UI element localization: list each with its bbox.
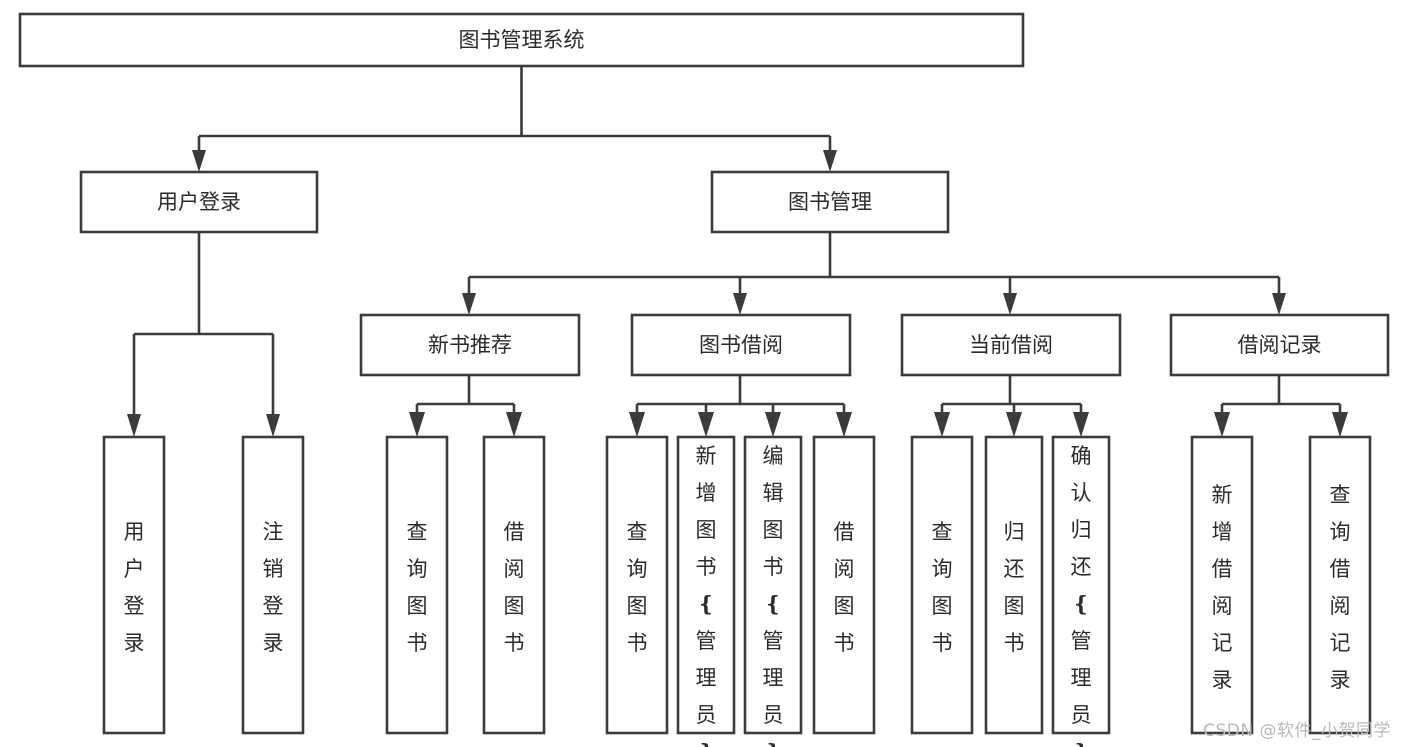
node-book-borrow-box[interactable] xyxy=(630,313,852,377)
node-leaf-logout-box[interactable] xyxy=(241,435,305,735)
node-leaf-add-book-admin-box[interactable] xyxy=(676,435,736,735)
arrow-head-borrow-records xyxy=(1272,293,1286,315)
arrow-head-leaf-query-books-borrow xyxy=(629,412,645,437)
node-leaf-add-book-admin-label: 新增图书❴管理员❵ xyxy=(696,444,717,747)
node-leaf-query-books-current-box[interactable] xyxy=(910,435,974,735)
node-leaf-confirm-return-admin-box[interactable] xyxy=(1051,435,1111,735)
vertical-paren-glyph: ❴ xyxy=(764,592,782,616)
arrow-head-book-management xyxy=(823,150,837,172)
node-leaf-edit-book-admin-box[interactable] xyxy=(743,435,803,735)
arrow-head-leaf-user-login xyxy=(127,414,141,437)
node-leaf-query-books-current-label: 查询图书 xyxy=(932,520,953,655)
node-borrow-records-label: 借阅记录 xyxy=(1238,333,1322,357)
node-leaf-query-books-borrow-box[interactable] xyxy=(605,435,669,735)
node-current-borrow-label: 当前借阅 xyxy=(969,333,1053,357)
node-new-book-recommend[interactable]: 新书推荐 xyxy=(359,313,581,377)
arrow-head-leaf-query-books-current xyxy=(934,412,950,437)
arrow-head-user-login xyxy=(192,150,206,172)
node-borrow-records-box[interactable] xyxy=(1169,313,1390,377)
arrow-head-leaf-borrow-books-recommend xyxy=(506,412,522,437)
node-leaf-borrow-books-recommend-label: 借阅图书 xyxy=(504,520,525,655)
node-leaf-query-books-borrow[interactable]: 查询图书 xyxy=(605,435,669,735)
node-leaf-add-borrow-record-box[interactable] xyxy=(1190,435,1254,735)
node-book-management-box[interactable] xyxy=(710,170,950,234)
arrow-head-leaf-add-borrow-record xyxy=(1214,412,1230,437)
arrow-head-leaf-logout xyxy=(266,414,280,437)
vertical-paren-glyph: ❵ xyxy=(764,740,782,747)
node-leaf-user-login-box[interactable] xyxy=(102,435,166,735)
node-book-borrow-label: 图书借阅 xyxy=(699,333,783,357)
node-leaf-query-borrow-record-label: 查询借阅记录 xyxy=(1330,483,1351,692)
node-leaf-query-books-borrow-label: 查询图书 xyxy=(627,520,648,655)
node-user-login[interactable]: 用户登录 xyxy=(79,170,319,234)
connector-layer xyxy=(127,66,1348,437)
node-leaf-add-borrow-record[interactable]: 新增借阅记录 xyxy=(1190,435,1254,735)
leaf-node-layer: 用户登录 注销登录 查询图书 借阅图书 查询图书 新增图书❴管理员❵ 编辑图书❴管理员❵ 借阅… xyxy=(102,435,1372,747)
node-leaf-query-borrow-record[interactable]: 查询借阅记录 xyxy=(1308,435,1372,735)
node-leaf-return-books-box[interactable] xyxy=(984,435,1044,735)
arrow-head-leaf-add-book-admin xyxy=(698,412,714,437)
node-leaf-return-books[interactable]: 归还图书 xyxy=(984,435,1044,735)
arrow-head-leaf-confirm-return-admin xyxy=(1073,412,1089,437)
node-user-login-label: 用户登录 xyxy=(157,190,241,214)
arrow-head-leaf-return-books xyxy=(1006,412,1022,437)
arrow-head-leaf-query-books-recommend xyxy=(409,412,425,437)
node-leaf-add-borrow-record-label: 新增借阅记录 xyxy=(1212,483,1233,692)
node-leaf-logout[interactable]: 注销登录 xyxy=(241,435,305,735)
node-leaf-borrow-books-recommend-box[interactable] xyxy=(482,435,546,735)
node-new-book-recommend-box[interactable] xyxy=(359,313,581,377)
node-leaf-query-borrow-record-box[interactable] xyxy=(1308,435,1372,735)
node-leaf-return-books-label: 归还图书 xyxy=(1004,520,1025,655)
vertical-paren-glyph: ❵ xyxy=(1072,740,1090,747)
node-leaf-borrow-books-recommend[interactable]: 借阅图书 xyxy=(482,435,546,735)
node-book-management-label: 图书管理 xyxy=(788,190,872,214)
node-leaf-add-book-admin[interactable]: 新增图书❴管理员❵ xyxy=(676,435,736,747)
arrow-head-current-borrow xyxy=(1003,293,1017,315)
vertical-paren-glyph: ❴ xyxy=(697,592,715,616)
arrow-head-leaf-borrow-books-borrow xyxy=(836,412,852,437)
node-root[interactable]: 图书管理系统 xyxy=(18,12,1025,68)
node-leaf-confirm-return-admin[interactable]: 确认归还❴管理员❵ xyxy=(1051,435,1111,747)
node-leaf-borrow-books-borrow[interactable]: 借阅图书 xyxy=(812,435,876,735)
node-current-borrow-box[interactable] xyxy=(900,313,1122,377)
arrow-head-leaf-edit-book-admin xyxy=(765,412,781,437)
node-leaf-query-books-recommend[interactable]: 查询图书 xyxy=(385,435,449,735)
node-leaf-edit-book-admin[interactable]: 编辑图书❴管理员❵ xyxy=(743,435,803,747)
vertical-paren-glyph: ❵ xyxy=(697,740,715,747)
node-current-borrow[interactable]: 当前借阅 xyxy=(900,313,1122,377)
node-root-label: 图书管理系统 xyxy=(459,28,585,52)
arrow-head-new-book-recommend xyxy=(462,293,476,315)
arrow-head-book-borrow xyxy=(733,293,747,315)
node-leaf-edit-book-admin-label: 编辑图书❴管理员❵ xyxy=(763,444,784,747)
node-book-borrow[interactable]: 图书借阅 xyxy=(630,313,852,377)
node-leaf-logout-label: 注销登录 xyxy=(263,520,284,655)
node-user-login-box[interactable] xyxy=(79,170,319,234)
arrow-head-leaf-query-borrow-record xyxy=(1332,412,1348,437)
node-new-book-recommend-label: 新书推荐 xyxy=(428,333,512,357)
node-leaf-query-books-current[interactable]: 查询图书 xyxy=(910,435,974,735)
vertical-paren-glyph: ❴ xyxy=(1072,592,1090,616)
node-leaf-confirm-return-admin-label: 确认归还❴管理员❵ xyxy=(1071,444,1092,747)
node-leaf-user-login[interactable]: 用户登录 xyxy=(102,435,166,735)
node-leaf-query-books-recommend-label: 查询图书 xyxy=(407,520,428,655)
node-leaf-query-books-recommend-box[interactable] xyxy=(385,435,449,735)
node-borrow-records[interactable]: 借阅记录 xyxy=(1169,313,1390,377)
node-leaf-borrow-books-borrow-box[interactable] xyxy=(812,435,876,735)
node-book-management[interactable]: 图书管理 xyxy=(710,170,950,234)
node-leaf-borrow-books-borrow-label: 借阅图书 xyxy=(834,520,855,655)
node-leaf-user-login-label: 用户登录 xyxy=(124,520,145,655)
node-root-box[interactable] xyxy=(18,12,1025,68)
